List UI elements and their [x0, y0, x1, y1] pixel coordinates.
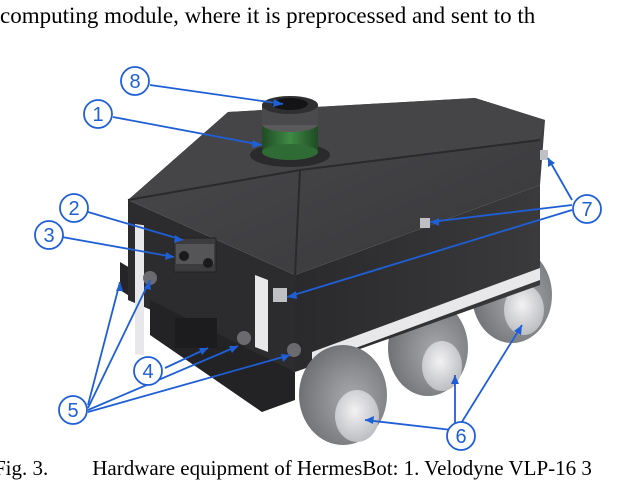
figure-caption: Fig. 3. Hardware equipment of HermesBot: … [0, 455, 640, 482]
svg-text:3: 3 [43, 225, 54, 247]
callout-7: 7 [572, 194, 602, 224]
callout-2: 2 [59, 193, 89, 223]
callout-5: 5 [58, 395, 88, 425]
svg-text:7: 7 [581, 199, 592, 221]
svg-text:4: 4 [142, 361, 153, 383]
paper-text-top-line: computing module, where it is preprocess… [0, 3, 536, 28]
callout-6: 6 [446, 421, 476, 451]
svg-text:5: 5 [67, 400, 78, 422]
svg-text:8: 8 [129, 71, 140, 93]
callout-3: 3 [34, 220, 64, 250]
wheel-front-right [299, 345, 387, 445]
front-camera [173, 237, 217, 273]
robot-body [127, 98, 545, 412]
lidar-sensor [250, 96, 330, 167]
callout-1: 1 [83, 99, 113, 129]
front-ports [175, 318, 217, 348]
caption-label: Fig. 3. [0, 456, 49, 480]
callout-8: 8 [120, 66, 150, 96]
svg-text:6: 6 [455, 426, 466, 448]
callout-4: 4 [133, 356, 163, 386]
side-cameras [273, 150, 548, 302]
ultrasonic-sensors [143, 271, 301, 357]
caption-text: Hardware equipment of HermesBot: 1. Velo… [92, 456, 592, 480]
arrow-heads [116, 99, 555, 424]
svg-text:1: 1 [92, 104, 103, 126]
svg-text:2: 2 [68, 198, 79, 220]
